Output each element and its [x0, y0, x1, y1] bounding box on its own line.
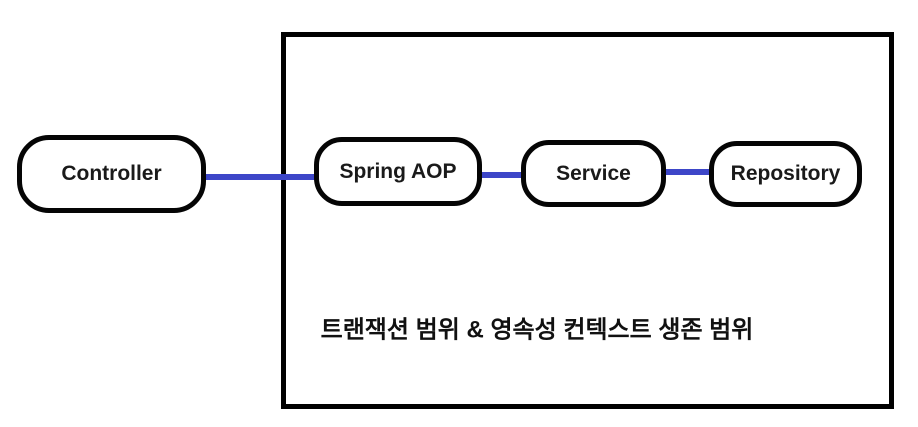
transaction-scope-box [281, 32, 894, 409]
node-service-label: Service [556, 161, 631, 185]
node-controller: Controller [17, 135, 206, 213]
transaction-scope-label: 트랜잭션 범위 & 영속성 컨텍스트 생존 범위 [320, 316, 754, 344]
node-repository-label: Repository [730, 162, 841, 185]
node-repository: Repository [709, 141, 862, 207]
node-spring-aop-label: Spring AOP [339, 159, 457, 183]
connector-service-repository [662, 169, 713, 175]
node-spring-aop: Spring AOP [314, 137, 482, 206]
node-controller-label: Controller [61, 162, 162, 185]
connector-controller-springaop [203, 174, 318, 180]
node-service: Service [521, 140, 666, 207]
connector-springaop-service [479, 172, 525, 178]
